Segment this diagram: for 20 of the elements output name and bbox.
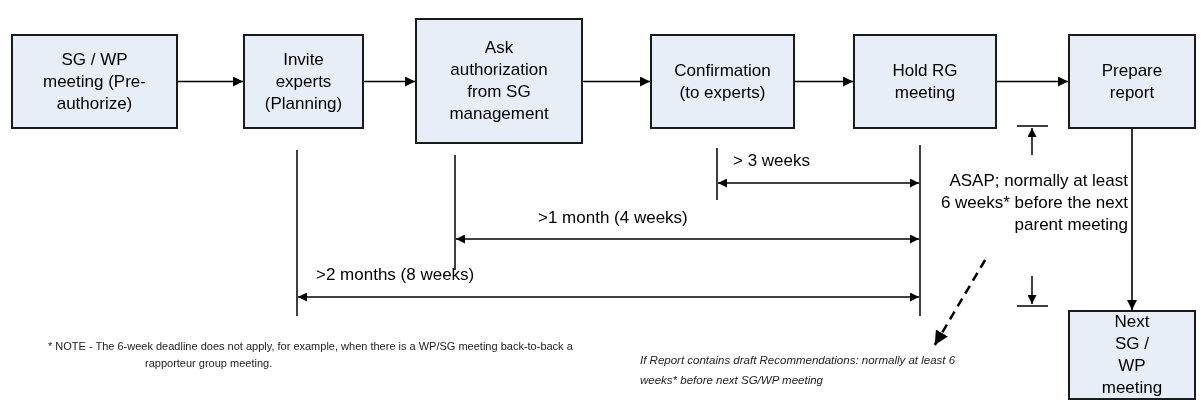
process-box: Prepare report bbox=[1068, 34, 1196, 129]
duration-label: > 3 weeks bbox=[733, 150, 810, 172]
duration-label: >2 months (8 weeks) bbox=[316, 264, 475, 286]
timing-note: ASAP; normally at least 6 weeks* before the next parent meeting bbox=[940, 170, 1128, 260]
duration-label: >1 month (4 weeks) bbox=[538, 207, 688, 229]
process-box: Invite experts (Planning) bbox=[243, 34, 364, 129]
footnote: * NOTE - The 6-week deadline does not apply, for example, when there is a WP/SG meeting back-to-back a rapporteur group meeting. bbox=[47, 339, 574, 371]
arrow bbox=[996, 76, 1069, 87]
process-box: Ask authorization from SG management bbox=[415, 18, 583, 144]
arrow bbox=[794, 76, 854, 87]
arrow bbox=[582, 76, 651, 87]
arrow bbox=[177, 76, 244, 87]
process-box: Confirmation (to experts) bbox=[650, 34, 795, 129]
arrow bbox=[933, 259, 987, 346]
process-box: SG / WP meeting (Pre-authorize) bbox=[11, 34, 178, 129]
arrow bbox=[1127, 128, 1137, 311]
process-box: Next SG / WP meeting bbox=[1068, 310, 1196, 400]
arrow bbox=[363, 76, 416, 87]
note-text: If Report contains draft Recommendations: normally at least 6 weeks* before next SG/WP meeting bbox=[640, 345, 975, 393]
process-box: Hold RG meeting bbox=[853, 34, 997, 129]
